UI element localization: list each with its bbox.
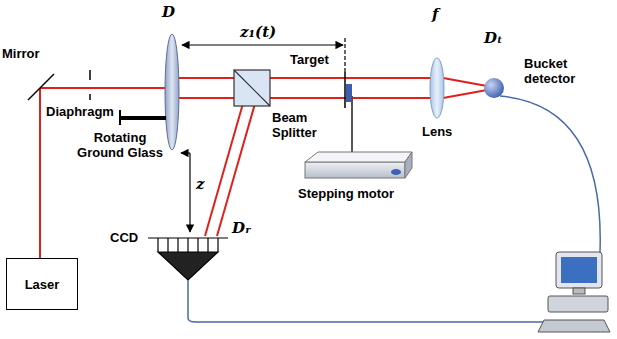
distance-arrow — [182, 38, 345, 72]
node-text: Laser — [25, 277, 60, 292]
part-label: Lens — [422, 124, 452, 139]
ccd-camera — [148, 238, 228, 280]
bucket-detector — [484, 78, 504, 98]
beam-splitter — [234, 70, 270, 106]
lens — [430, 58, 444, 118]
part-label: z — [196, 176, 205, 193]
part-label: Diaphragm — [46, 104, 114, 119]
signal-cable — [188, 96, 600, 322]
stepping-motor — [305, 152, 412, 178]
computer — [538, 252, 610, 332]
part-label: Mirror — [2, 46, 40, 61]
part-label: D — [162, 4, 175, 21]
part-label: Beam Splitter — [272, 110, 334, 140]
mirror — [28, 74, 54, 100]
part-label: Dᵣ — [232, 220, 251, 237]
target — [345, 72, 352, 162]
part-label: Dₜ — [484, 30, 503, 47]
part-label: z₁(t) — [240, 24, 276, 41]
part-label: CCD — [110, 230, 138, 245]
rotation-axle — [120, 110, 166, 125]
part-label: Rotating Ground Glass — [70, 130, 170, 160]
diaphragm — [89, 70, 91, 100]
part-label: Stepping motor — [298, 186, 394, 201]
part-label: Bucket detector — [524, 56, 604, 86]
distance-arrow — [181, 153, 190, 232]
part-label: f — [432, 6, 438, 23]
laser-box: Laser — [6, 258, 78, 310]
ground-glass — [165, 34, 179, 150]
part-label: Target — [290, 52, 329, 67]
